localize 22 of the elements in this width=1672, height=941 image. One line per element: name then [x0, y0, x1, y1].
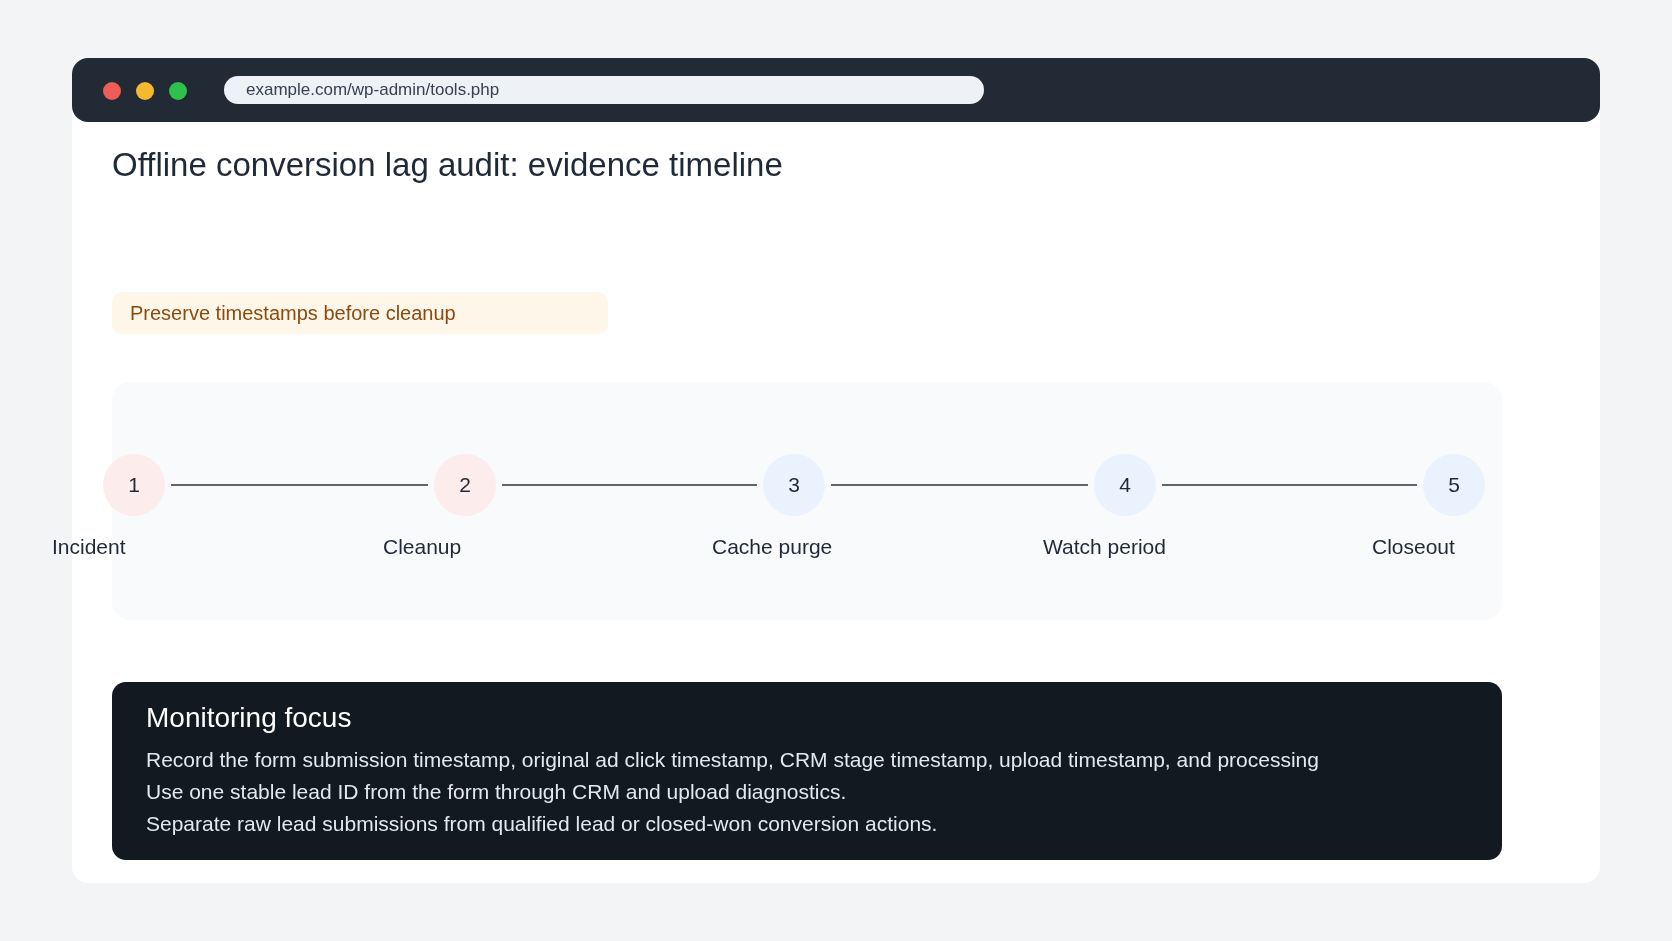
- step-label: Closeout: [1372, 534, 1455, 560]
- notice-banner: Preserve timestamps before cleanup: [112, 292, 608, 334]
- connector-line: [170, 484, 429, 486]
- address-bar: example.com/wp-admin/tools.php: [224, 76, 984, 104]
- step-label: Incident: [52, 534, 126, 560]
- panel-heading: Monitoring focus: [146, 701, 353, 735]
- panel-text: Record the form submission timestamp, original ad click timestamp, CRM stage timestamp, upload timestamp, and processing: [146, 747, 1320, 773]
- connector-line: [1161, 484, 1418, 486]
- step-circle: 5: [1423, 454, 1485, 516]
- info-panel: [112, 682, 1502, 860]
- connector-line: [501, 484, 758, 486]
- panel-text: Separate raw lead submissions from qualified lead or closed-won conversion actions.: [146, 811, 939, 837]
- step-circle: 3: [763, 454, 825, 516]
- page-title: Offline conversion lag audit: evidence timeline: [112, 145, 783, 185]
- step-circle: 4: [1094, 454, 1156, 516]
- step-label: Cleanup: [383, 534, 462, 560]
- step-circle: 1: [103, 454, 165, 516]
- step-circle: 2: [434, 454, 496, 516]
- connector-line: [830, 484, 1089, 486]
- step-label: Cache purge: [712, 534, 833, 560]
- step-label: Watch period: [1043, 534, 1166, 560]
- panel-text: Use one stable lead ID from the form through CRM and upload diagnostics.: [146, 779, 848, 805]
